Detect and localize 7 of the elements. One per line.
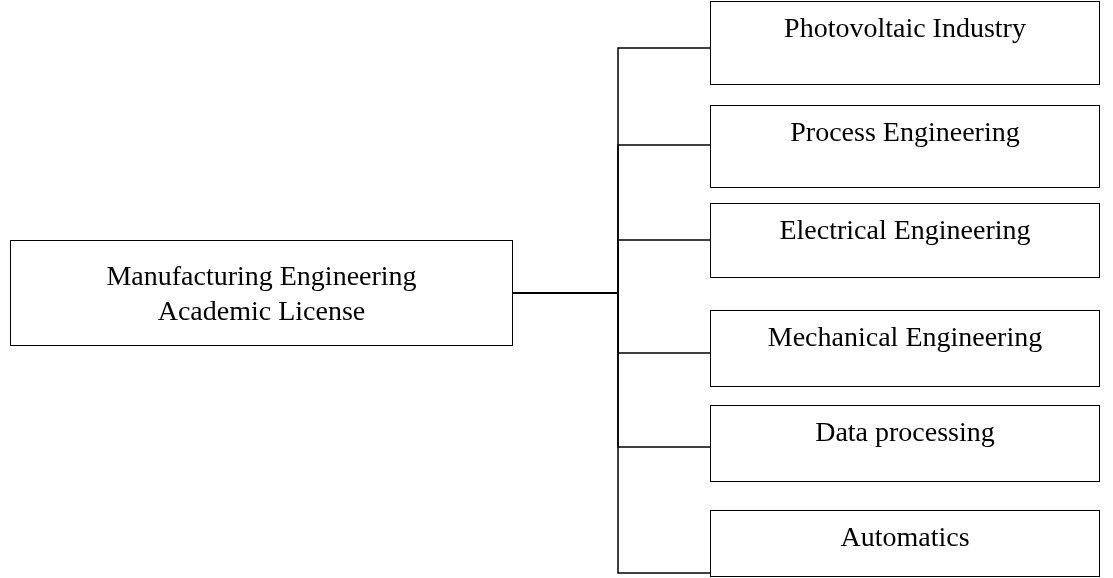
process-box: Automatics — [710, 510, 1100, 577]
process-box: Photovoltaic Industry — [710, 1, 1100, 85]
process-box: Manufacturing Engineering Academic License — [10, 240, 513, 346]
process-box: Process Engineering — [710, 105, 1100, 188]
process-box: Mechanical Engineering — [710, 310, 1100, 387]
process-box: Electrical Engineering — [710, 203, 1100, 278]
process-box: Data processing — [710, 405, 1100, 482]
